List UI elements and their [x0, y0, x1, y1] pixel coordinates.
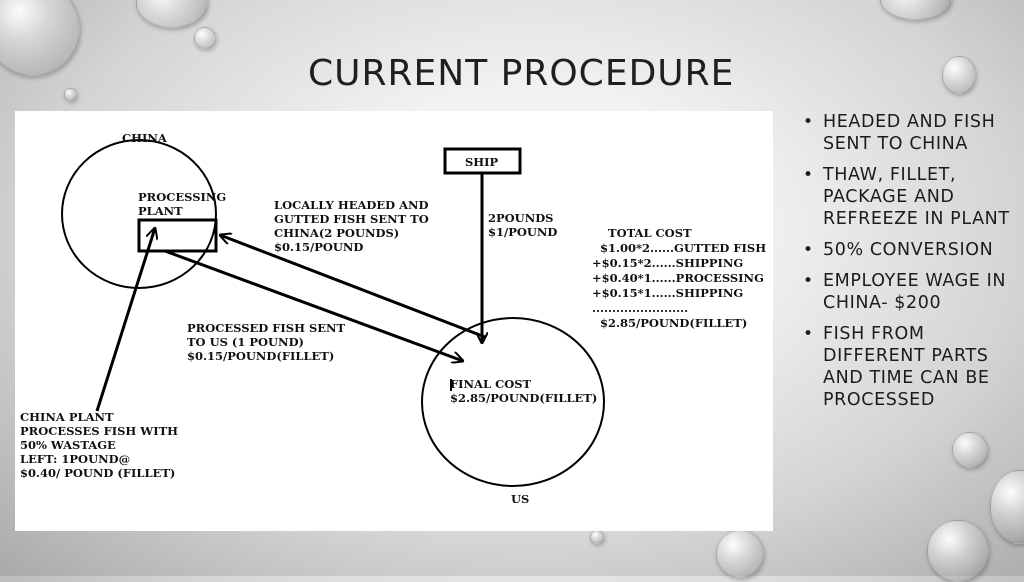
processing-plant-box — [137, 218, 218, 253]
bullet-item: •THAW, FILLET, PACKAGE AND REFREEZE IN P… — [803, 165, 1010, 229]
bullet-list: •HEADED AND FISH SENT TO CHINA •THAW, FI… — [800, 111, 1015, 420]
us-circle — [421, 317, 605, 487]
bullet-dot-icon: • — [803, 165, 814, 185]
bullet-item: •FISH FROM DIFFERENT PARTS AND TIME CAN … — [803, 324, 990, 410]
water-drop-decoration — [942, 56, 976, 94]
plant-pointer-arrow — [95, 228, 155, 412]
bullet-item: •HEADED AND FISH SENT TO CHINA — [803, 112, 996, 154]
water-drop-decoration — [590, 530, 604, 544]
china-circle — [61, 139, 217, 289]
bullet-item: •EMPLOYEE WAGE IN CHINA- $200 — [803, 271, 1007, 313]
us-label: US — [511, 492, 530, 506]
water-drop-decoration — [880, 0, 952, 20]
bullet-dot-icon: • — [803, 112, 814, 132]
two-pounds-label: 2POUNDS$1/POUND — [488, 211, 558, 239]
bullet-dot-icon: • — [803, 271, 814, 291]
water-drop-decoration — [990, 470, 1024, 544]
water-drop-decoration — [927, 520, 989, 582]
water-drop-decoration — [194, 27, 216, 49]
china-label: CHINA — [122, 131, 167, 145]
fish-to-us-arrow — [164, 249, 463, 361]
total-cost-label: TOTAL COST $1.00*2......GUTTED FISH+$0.1… — [592, 226, 767, 330]
ship-label: SHIP — [465, 155, 499, 169]
water-drop-decoration — [716, 530, 764, 578]
water-drop-decoration — [0, 0, 80, 76]
water-drop-decoration — [136, 0, 208, 28]
fish-to-china-arrow — [220, 235, 486, 339]
bullet-item: •50% CONVERSION — [803, 240, 994, 260]
bullet-dot-icon: • — [803, 240, 814, 260]
water-drop-decoration — [64, 88, 77, 101]
water-drop-decoration — [952, 432, 988, 468]
slide-title: CURRENT PROCEDURE — [308, 53, 735, 94]
final-cost-label: FINAL COST$2.85/POUND(FILLET) — [450, 377, 598, 405]
bullet-dot-icon: • — [803, 324, 814, 344]
diagram-drawing — [61, 139, 605, 487]
